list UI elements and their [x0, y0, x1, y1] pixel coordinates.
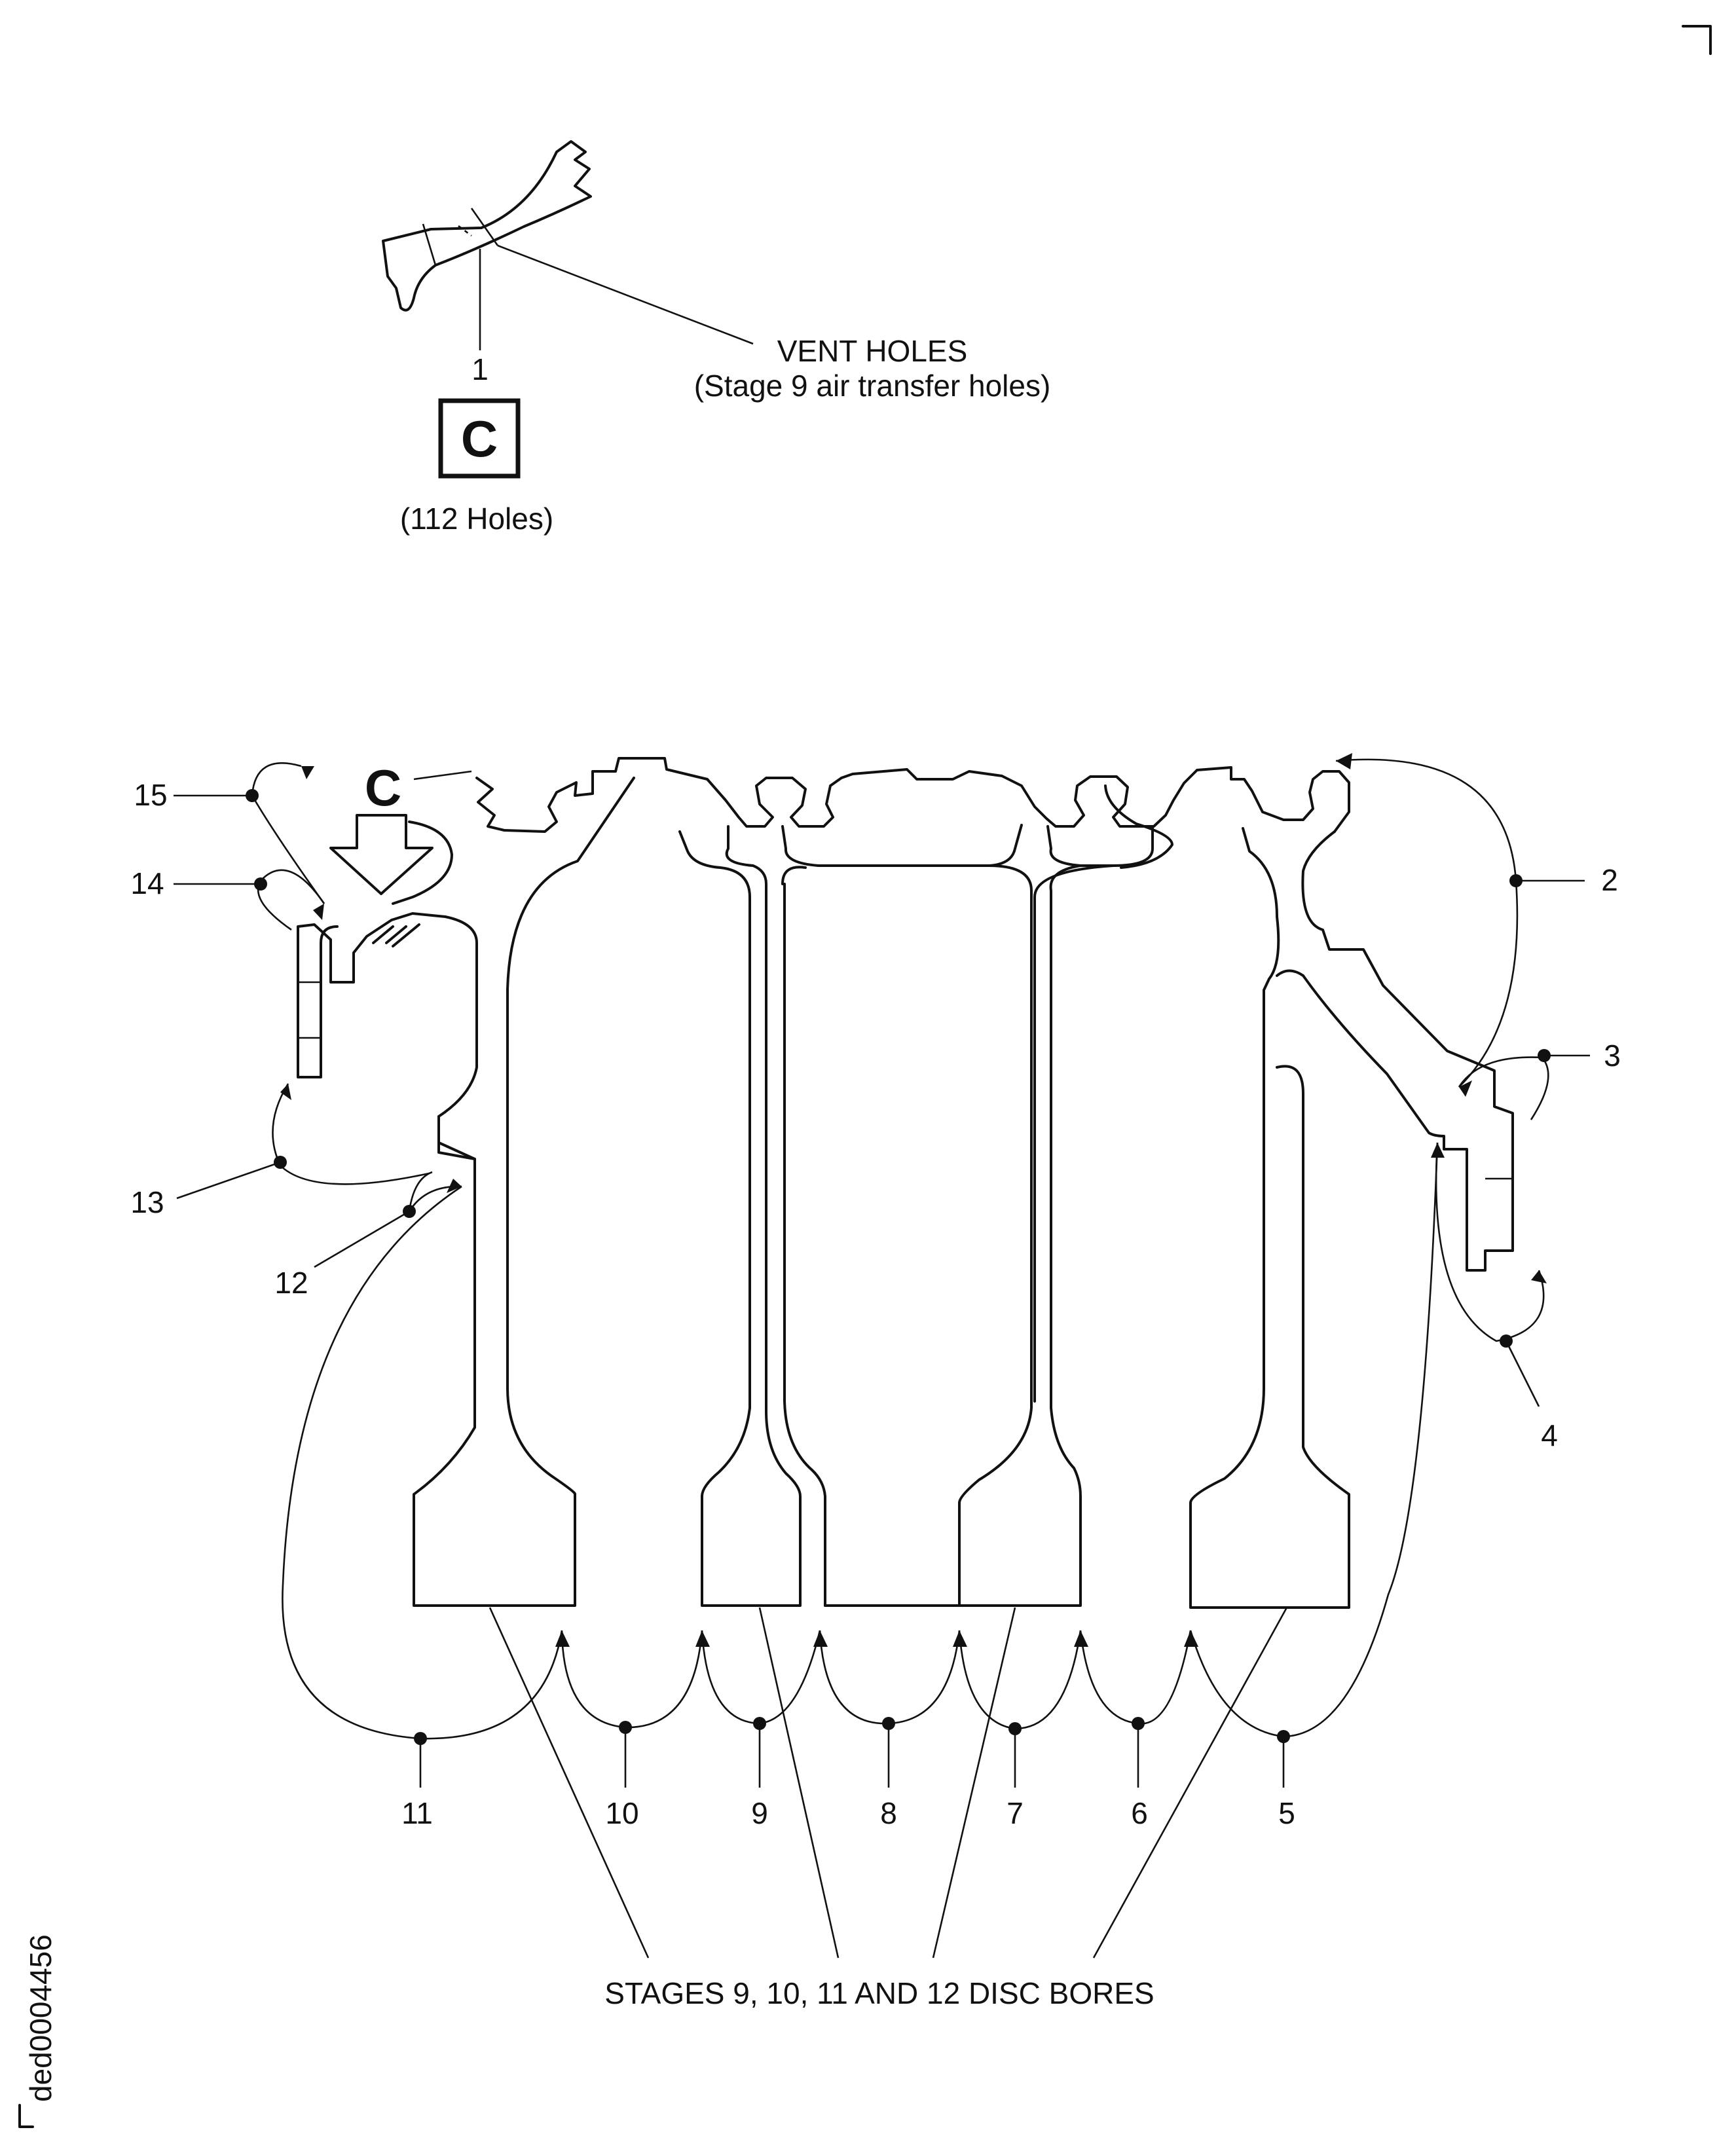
vent-holes-subtitle: (Stage 9 air transfer holes): [694, 369, 1051, 403]
disc-8-body: [1104, 784, 1173, 869]
callout-markers: [174, 789, 1590, 1788]
view-arrow-leader: [413, 770, 472, 781]
callout-arrows: [251, 753, 1549, 1740]
callout-numbers: 2 3 4 5 6 7 8 9 10 11 12 13 14 15: [130, 778, 1620, 1830]
vent-holes-leader: [497, 244, 754, 345]
arrow-path-2: [1335, 758, 1519, 1088]
arrow-path-9: [701, 1630, 821, 1725]
arrowhead-13: [280, 1084, 291, 1100]
arrowhead-8: [953, 1630, 967, 1647]
callout-number-7: 7: [1007, 1796, 1024, 1830]
arrow-path-4: [1435, 1142, 1545, 1342]
callout-number-2: 2: [1601, 863, 1618, 897]
figure-id: ded0004456: [24, 1934, 58, 2102]
disc-10-body: [783, 883, 826, 1607]
disc-10-top-right: [988, 864, 1033, 892]
arrowhead-7: [1074, 1630, 1088, 1647]
callout-leader-13: [176, 1161, 281, 1200]
right-arm-outline: [1301, 830, 1514, 1272]
rim-outline: [475, 757, 1350, 833]
callout-number-14: 14: [130, 866, 164, 900]
callout-number-11: 11: [401, 1796, 433, 1830]
callout-number-13: 13: [130, 1185, 164, 1219]
view-letter-box: [438, 398, 521, 479]
disc-bore-leader-11: [758, 1607, 840, 1959]
arrowhead-14: [313, 904, 324, 920]
vent-hole-line-2: [470, 208, 499, 246]
disc-11-outline: [678, 825, 802, 1607]
arrow-path-7: [958, 1630, 1082, 1730]
disc-10-lower: [781, 866, 807, 885]
disc-12-outline: [413, 777, 635, 1607]
arrowhead-12: [447, 1179, 462, 1193]
disc-bore-leader-9: [1092, 1607, 1288, 1959]
arrow-path-5: [1189, 1142, 1439, 1738]
callout-number-8: 8: [880, 1796, 897, 1830]
disc-bores-leaders: [489, 1607, 1288, 1959]
disc-bores-label: STAGES 9, 10, 11 AND 12 DISC BORES: [604, 1976, 1154, 2010]
index-number-1: 1: [471, 352, 489, 386]
arrowhead-2: [1336, 753, 1352, 769]
callout-number-15: 15: [134, 778, 167, 812]
arrowhead-9: [813, 1630, 828, 1647]
vent-hole-centerline: [458, 225, 472, 237]
detail-c-view: 1 C (112 Holes) VENT HOLES (Stage 9 air …: [382, 140, 1051, 536]
left-lower-arm: [437, 1115, 476, 1160]
arrowhead-5: [1431, 1143, 1445, 1158]
arrowhead-15: [301, 766, 314, 779]
disc-9-right: [1079, 825, 1154, 867]
disc-9-outline: [958, 825, 1082, 1607]
callout-leader-4: [1505, 1340, 1540, 1407]
vent-hole-line-1: [422, 223, 437, 266]
arrowhead-10: [695, 1630, 710, 1647]
view-arrow-letter: C: [365, 759, 401, 817]
figure-id-mark: [18, 2104, 34, 2128]
view-letter-c: C: [461, 410, 498, 468]
callout-number-12: 12: [274, 1266, 308, 1300]
arrow-path-10: [561, 1630, 703, 1729]
callout-number-5: 5: [1278, 1796, 1295, 1830]
callout-number-10: 10: [605, 1796, 638, 1830]
left-loop-outline: [392, 820, 453, 905]
rotor-section: C: [130, 753, 1621, 2010]
disc-bore-leader-12: [489, 1607, 650, 1959]
crop-mark: [1682, 25, 1712, 55]
callout-number-9: 9: [751, 1796, 768, 1830]
arrowhead-3: [1459, 1080, 1472, 1097]
arrowhead-4: [1531, 1270, 1547, 1283]
callout-leader-12: [314, 1210, 410, 1268]
right-arm-inner: [1276, 969, 1304, 977]
disc-10-body-right: [824, 889, 1033, 1607]
detail-c-part-outline: [382, 140, 592, 312]
arrow-path-6: [1079, 1630, 1192, 1725]
disc-8-outline: [1033, 864, 1115, 1403]
disc-8-main: [1189, 827, 1350, 1609]
callout-number-3: 3: [1604, 1039, 1621, 1073]
vent-holes-title: VENT HOLES: [777, 334, 968, 368]
left-flange-vent-holes: [372, 923, 420, 947]
callout-number-6: 6: [1131, 1796, 1148, 1830]
view-arrow-c: [329, 814, 434, 895]
arrow-path-11: [282, 1185, 563, 1740]
disc-bore-leader-10: [932, 1607, 1016, 1959]
disc-10-outline: [781, 824, 1023, 867]
left-arm-outline: [297, 912, 447, 1078]
arrow-path-8: [819, 1630, 961, 1725]
arrow-path-13: [272, 1083, 430, 1185]
arrowhead-11: [555, 1630, 570, 1647]
hole-count-label: (112 Holes): [400, 502, 553, 536]
arrowhead-6: [1184, 1630, 1198, 1647]
arrow-path-14: [257, 869, 325, 931]
callout-number-4: 4: [1541, 1418, 1558, 1452]
